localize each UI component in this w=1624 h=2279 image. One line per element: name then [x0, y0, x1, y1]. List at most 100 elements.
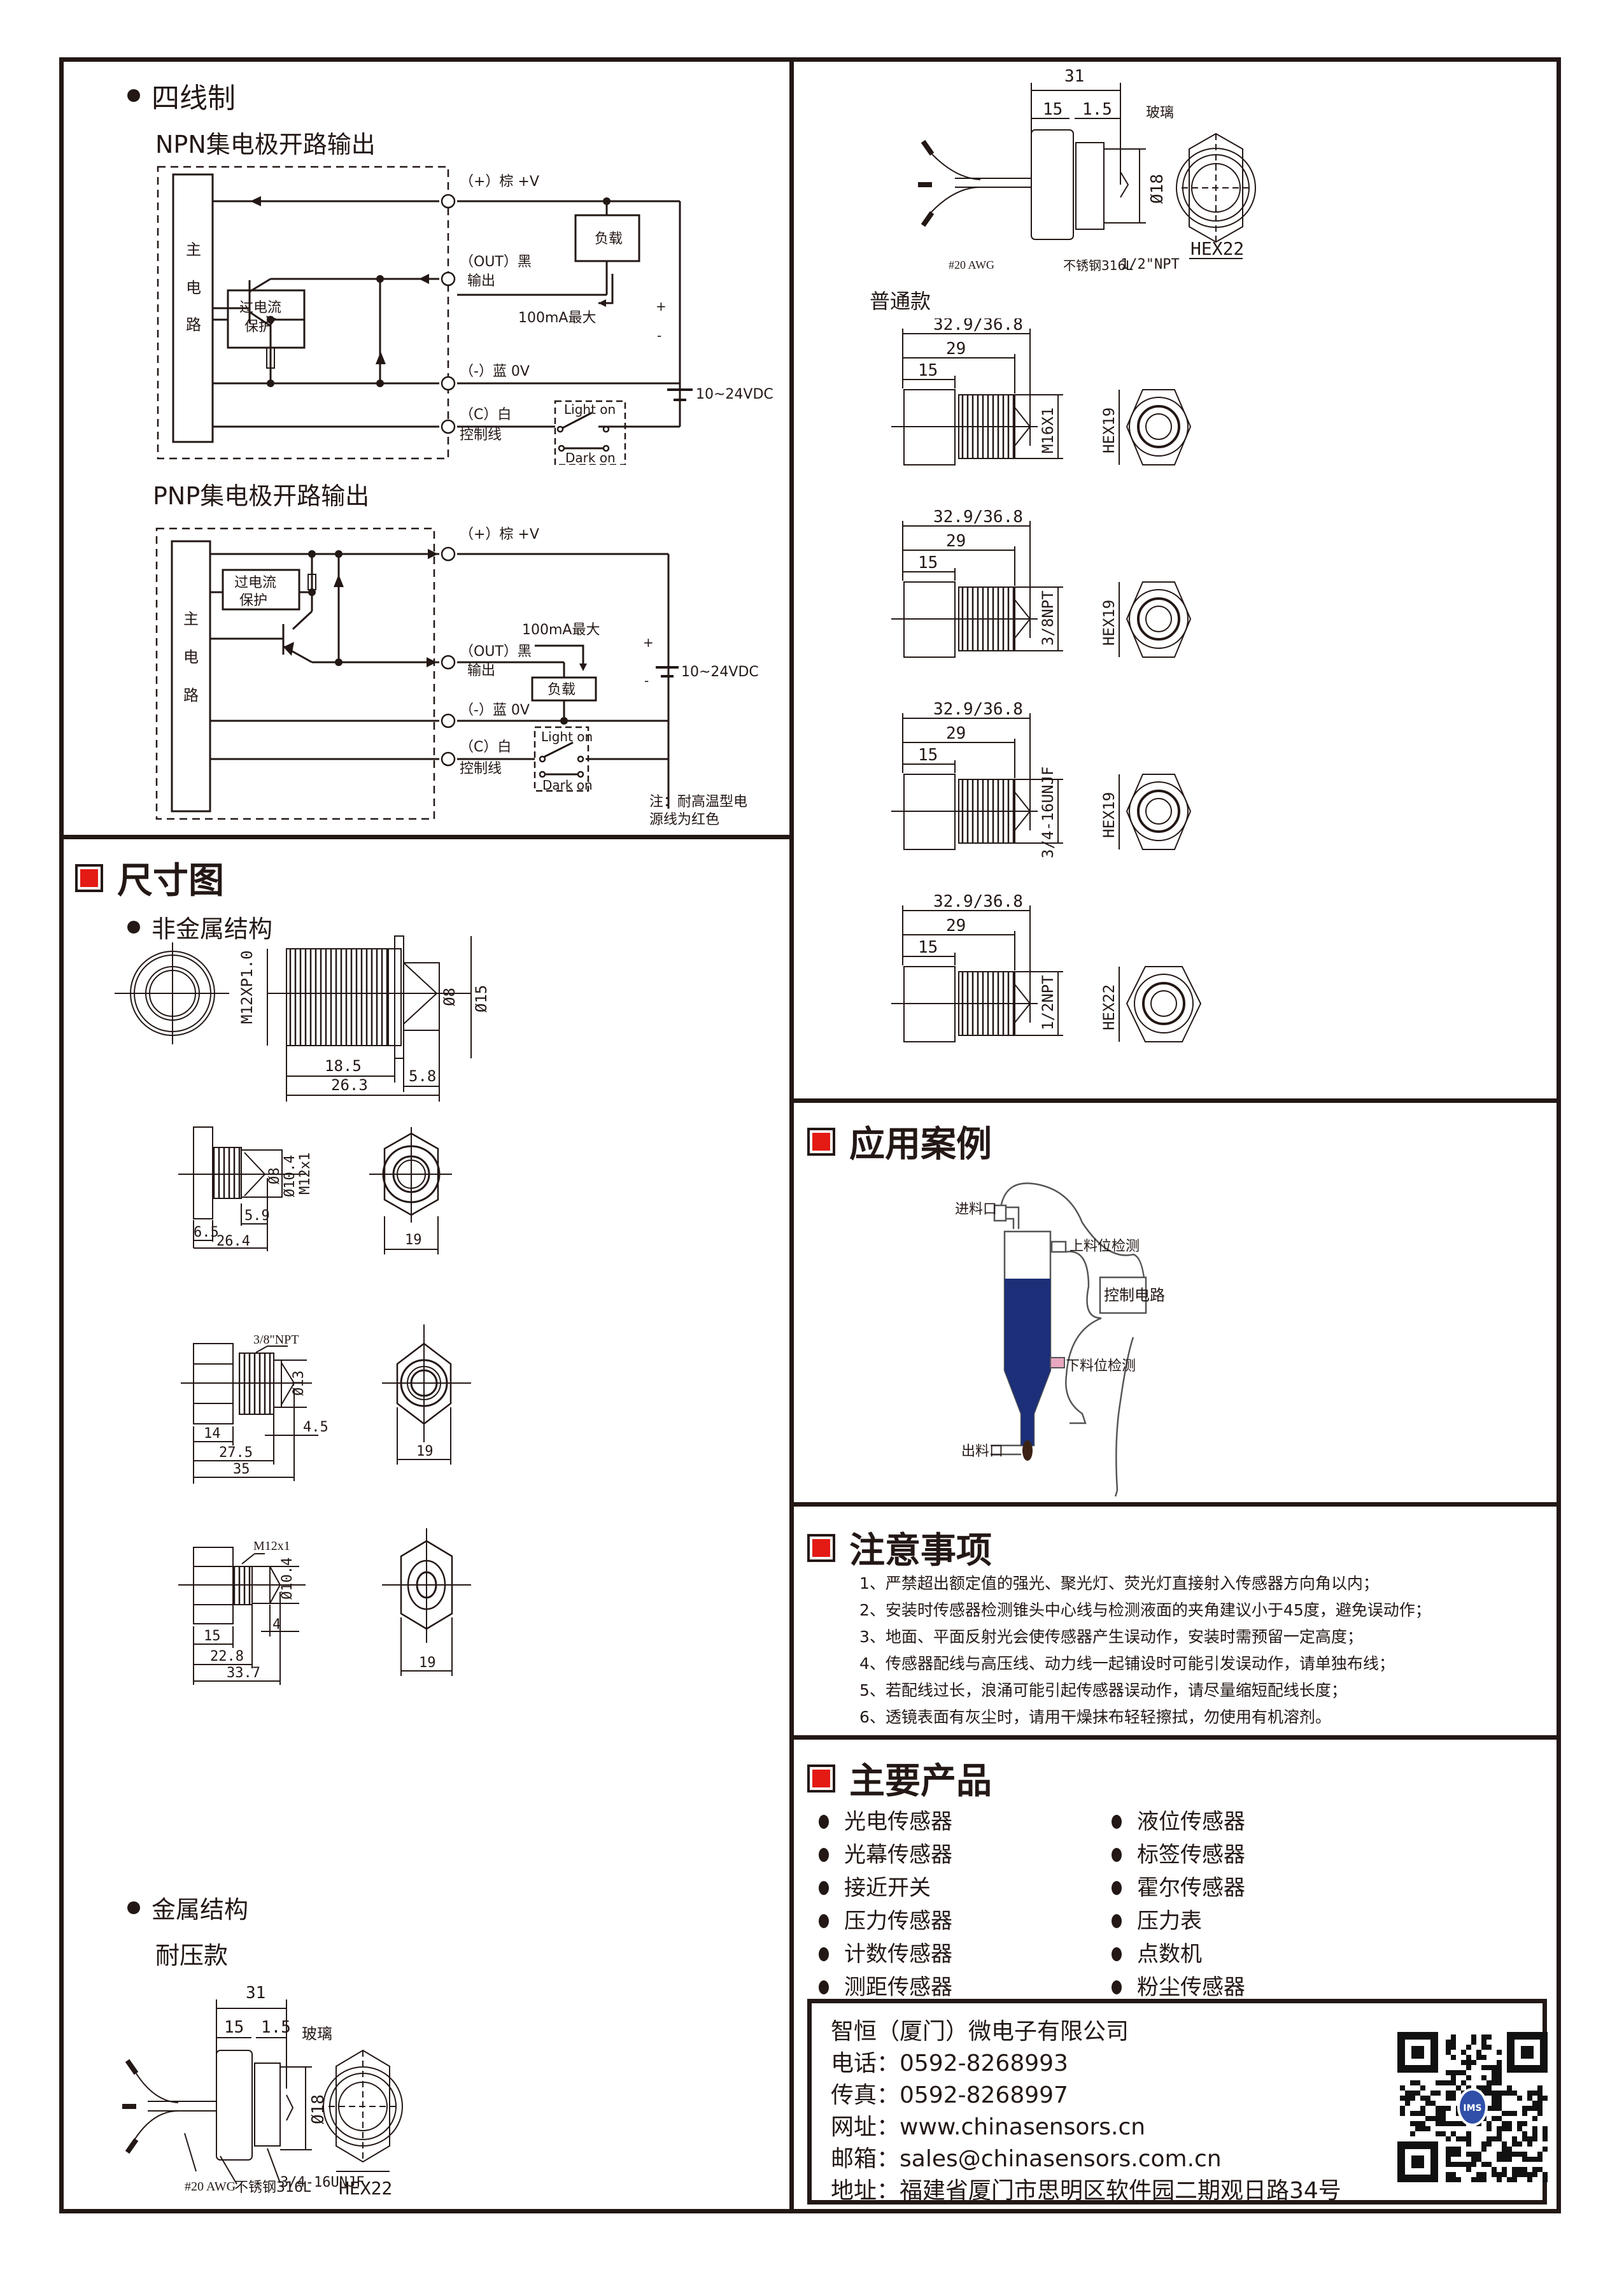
- qr-cell: [1405, 2091, 1410, 2096]
- qr-cell: [1537, 2101, 1543, 2106]
- qr-cell: [1532, 2136, 1537, 2141]
- bullet-icon: [819, 1980, 829, 1994]
- qr-cell: [1410, 2091, 1415, 2096]
- dim-inner: Ø8: [267, 1168, 283, 1185]
- qr-cell: [1400, 2106, 1405, 2111]
- qr-cell: [1537, 2106, 1543, 2111]
- bullet-icon: [127, 920, 140, 934]
- contact-phone: 电话：0592-8268993: [831, 2050, 1068, 2077]
- qr-cell: [1481, 2091, 1486, 2096]
- dim-diameter: Ø10.4: [279, 1558, 295, 1600]
- qr-cell: [1441, 2131, 1446, 2136]
- qr-cell: [1507, 2177, 1512, 2182]
- qr-cell: [1446, 2106, 1451, 2111]
- qr-cell: [1415, 2121, 1420, 2126]
- label-c-sub: 控制线: [460, 427, 502, 443]
- qr-cell: [1543, 2177, 1548, 2182]
- qr-cell: [1543, 2126, 1548, 2131]
- current-note: 100mA最大: [518, 310, 596, 326]
- qr-cell: [1441, 2116, 1446, 2121]
- terminal-c: [441, 419, 456, 434]
- qr-cell: [1532, 2101, 1537, 2106]
- dim-thread: M12x1: [297, 1153, 313, 1195]
- qr-cell: [1476, 2050, 1481, 2055]
- dim-len-hex: 15: [918, 938, 938, 957]
- dim-len-tip: 4.5: [303, 1419, 328, 1435]
- liquid-fill: [1005, 1279, 1050, 1445]
- qr-cell: [1446, 2070, 1451, 2075]
- contact-website[interactable]: 网址：www.chinasensors.cn: [831, 2114, 1146, 2140]
- control-box: [1099, 1276, 1147, 1314]
- qr-cell: [1476, 2172, 1481, 2177]
- qr-cell: [1502, 2157, 1507, 2162]
- label-c-sub: 控制线: [460, 761, 502, 777]
- label-c: （C）白: [460, 407, 511, 423]
- bullet-icon: [819, 1947, 829, 1961]
- qr-cell: [1415, 2080, 1420, 2085]
- dim-len-total: 35: [233, 1461, 250, 1477]
- qr-cell: [1497, 2091, 1502, 2096]
- qr-cell: [1436, 2091, 1441, 2096]
- qr-cell: [1466, 2045, 1471, 2050]
- qr-cell: [1456, 2162, 1461, 2167]
- qr-cell: [1451, 2055, 1456, 2060]
- product-name: 计数传感器: [844, 1942, 952, 1967]
- qr-cell: [1492, 2106, 1497, 2111]
- qr-cell: [1461, 2050, 1466, 2055]
- contact-fax: 传真：0592-8268997: [831, 2082, 1068, 2108]
- qr-cell: [1451, 2162, 1456, 2167]
- qr-cell: [1405, 2101, 1410, 2106]
- qr-cell: [1502, 2091, 1507, 2096]
- dim-thread: M16X1: [1039, 408, 1057, 453]
- qr-cell: [1512, 2136, 1517, 2141]
- load-text: 负载: [595, 231, 623, 247]
- dim-len-thread: 27.5: [219, 1445, 253, 1461]
- supply-voltage: 10~24VDC: [681, 664, 759, 680]
- bullet-icon: [819, 1881, 829, 1895]
- qr-cell: [1451, 2147, 1456, 2152]
- product-item: 光幕传感器: [819, 1839, 1112, 1871]
- qr-cell: [1522, 2157, 1527, 2162]
- qr-cell: [1410, 2096, 1415, 2101]
- qr-cell: [1502, 2126, 1507, 2131]
- qr-cell: [1446, 2050, 1451, 2055]
- application-diagram: 进料口 上料位检测 控制电路 下料位检测 出料口: [955, 1182, 1165, 1496]
- dim-hex: HEX19: [1100, 600, 1118, 646]
- qr-cell: [1481, 2055, 1486, 2060]
- dim-len-thread: 29: [946, 724, 966, 743]
- nonmetal-drawing-4: M12x1 Ø10.4 4 15 22.8 33.7 19: [178, 1528, 471, 1685]
- contact-email[interactable]: 邮箱：sales@chinasensors.com.cn: [831, 2146, 1222, 2172]
- product-name: 接近开关: [844, 1875, 931, 1901]
- load-text: 负载: [547, 682, 575, 698]
- qr-cell: [1446, 2091, 1451, 2096]
- bullet-icon: [1112, 1980, 1122, 1994]
- qr-cell: [1527, 2136, 1532, 2141]
- switch-light-on: Light on: [541, 729, 593, 744]
- qr-cell: [1537, 2085, 1543, 2091]
- bullet-icon: [1112, 1947, 1122, 1961]
- dim-len-hex: 15: [918, 553, 938, 572]
- qr-cell: [1446, 2136, 1451, 2141]
- qr-cell: [1436, 2116, 1441, 2121]
- qr-cell: [1481, 2075, 1486, 2080]
- qr-cell: [1537, 2091, 1543, 2096]
- qr-cell: [1476, 2085, 1481, 2091]
- terminal-plus: [441, 194, 456, 209]
- dim-len-step: 1.5: [1082, 100, 1112, 119]
- qr-cell: [1492, 2116, 1497, 2121]
- metal-title: 金属结构: [152, 1896, 249, 1924]
- product-item: 标签传感器: [1112, 1839, 1303, 1871]
- qr-cell: [1466, 2065, 1471, 2070]
- qr-cell: [1502, 2111, 1507, 2116]
- standard-title: 普通款: [870, 289, 931, 313]
- product-name: 压力表: [1137, 1908, 1202, 1934]
- qr-cell: [1451, 2177, 1456, 2182]
- qr-cell: [1502, 2167, 1507, 2172]
- upper-sensor: [1050, 1240, 1067, 1253]
- switch-light-on: Light on: [564, 402, 616, 417]
- qr-cell: [1492, 2075, 1497, 2080]
- inlet-label: 进料口: [955, 1202, 997, 1218]
- thread-label: 3/4-16UNJF: [280, 2175, 364, 2190]
